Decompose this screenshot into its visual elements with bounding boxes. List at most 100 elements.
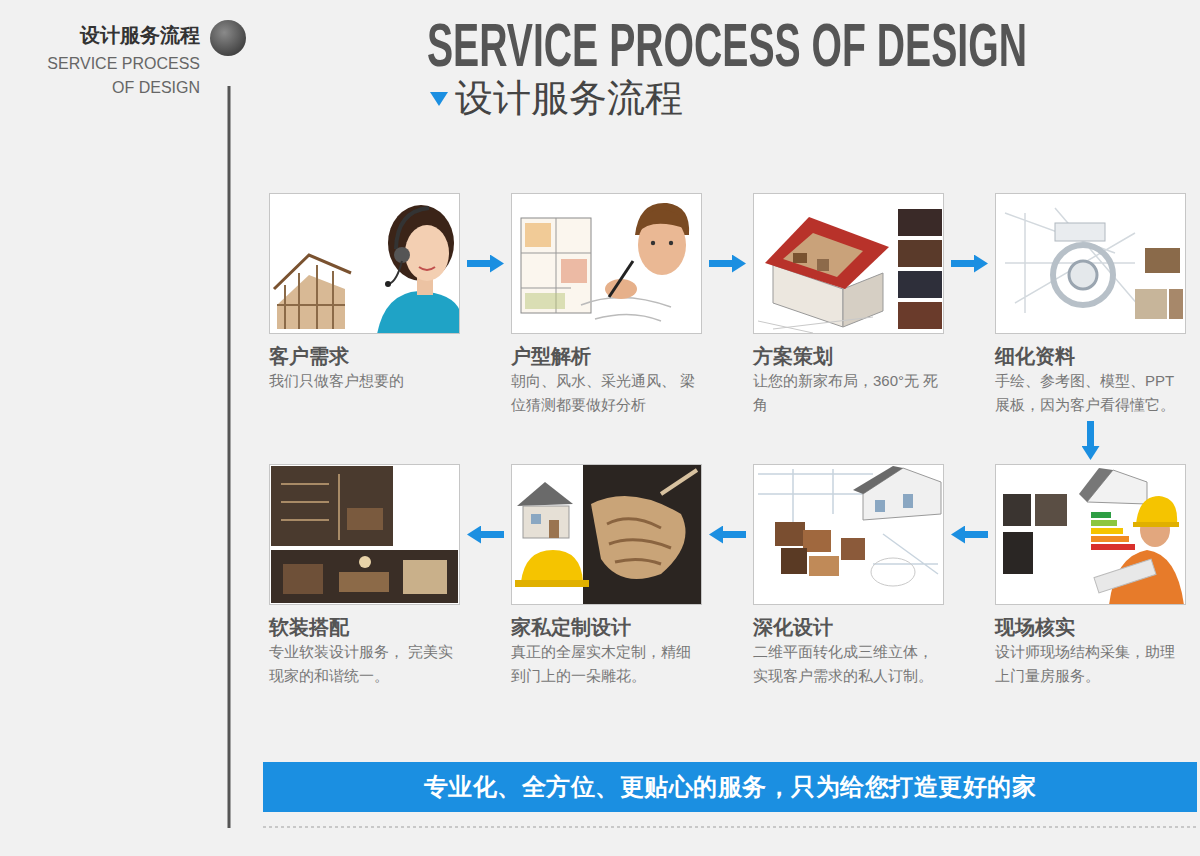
step-description: 二维平面转化成三维立体， 实现客户需求的私人订制。: [753, 640, 944, 688]
section-subheading: SERVICE PROCESS OF DESIGN: [30, 52, 200, 100]
image-frame: [753, 193, 944, 334]
step-description: 朝向、风水、采光通风、 梁位猜测都要做好分析: [511, 369, 702, 417]
floorplan-illustration: [521, 218, 591, 313]
interior-illustration: [339, 572, 389, 592]
render-illustration: [803, 530, 831, 552]
flow-arrow: [951, 260, 974, 267]
process-step: 软装搭配专业软装设计服务， 完美实现家的和谐统一。: [269, 464, 460, 688]
process-step: 客户需求我们只做客户想要的: [269, 193, 460, 393]
image-frame: [269, 193, 460, 334]
image-frame: [269, 464, 460, 605]
step-description: 设计师现场结构采集，助理 上门量房服务。: [995, 640, 1186, 688]
sketch-illustration: [1005, 208, 1145, 313]
sketch-illustration: [1169, 289, 1183, 319]
label-holder: SERVICE PROCESS OF DESIGN: [30, 52, 200, 100]
render-illustration: [853, 466, 903, 494]
process-step: 方案策划让您的新家布局，360°无 死角: [753, 193, 944, 417]
timeline-decor: [210, 20, 1197, 828]
render-illustration: [875, 500, 885, 512]
timeline-decor: [228, 86, 231, 828]
interior-illustration: [271, 550, 458, 603]
image-ground: [269, 464, 460, 605]
site-survey-illustration: [1035, 494, 1067, 526]
customer-illustration: [274, 205, 460, 334]
interior-illustration: [359, 556, 371, 568]
render-illustration: [758, 466, 941, 586]
floorplan-illustration: [669, 241, 673, 245]
floorplan-illustration: [638, 209, 687, 233]
flow-arrow: [965, 531, 988, 538]
process-step: 现场核实设计师现场结构采集，助理 上门量房服务。: [995, 464, 1186, 688]
site-survey-illustration: [1091, 512, 1111, 518]
house-model-illustration: [758, 317, 873, 333]
flow-arrow: [467, 260, 490, 267]
house-model-illustration: [817, 259, 829, 271]
image-frame: [753, 464, 944, 605]
slogan-text: 专业化、全方位、更贴心的服务，只为给您打造更好的家: [424, 771, 1037, 803]
image-frame: [511, 193, 702, 334]
site-survey-illustration: [1003, 494, 1031, 526]
interior-illustration: [281, 474, 339, 540]
house-model-illustration: [793, 253, 807, 263]
sketch-illustration: [1145, 248, 1180, 273]
floorplan-illustration: [561, 259, 587, 283]
image-frame: [995, 193, 1186, 334]
furniture-illustration: [515, 580, 589, 587]
customer-illustration: [277, 275, 345, 329]
image-ground: [753, 464, 944, 605]
image-ground: [995, 193, 1186, 334]
step-title: 深化设计: [753, 614, 944, 640]
flow-arrow: [481, 531, 504, 538]
site-survey-illustration: [1133, 522, 1179, 527]
timeline-decor: [210, 20, 246, 56]
render-illustration: [781, 548, 807, 574]
floorplan-illustration: [521, 218, 591, 313]
timeline-decor: [263, 826, 1197, 828]
customer-illustration: [277, 265, 345, 329]
render-illustration: [863, 468, 941, 520]
furniture-illustration: [591, 496, 686, 579]
furniture-illustration: [523, 506, 569, 538]
furniture-illustration: [521, 550, 583, 582]
step-title: 现场核实: [995, 614, 1186, 640]
interior-illustration: [271, 466, 458, 603]
house-model-illustration: [783, 233, 863, 277]
customer-illustration: [389, 261, 402, 284]
furniture-illustration: [661, 470, 697, 494]
site-survey-illustration: [1091, 520, 1117, 526]
customer-illustration: [274, 255, 351, 289]
house-model-illustration: [898, 271, 942, 298]
furniture-illustration: [607, 519, 671, 564]
section-heading: 设计服务流程: [20, 22, 200, 48]
image-ground: [995, 464, 1186, 605]
flow-arrow: [723, 531, 746, 538]
sketch-illustration: [1135, 289, 1167, 319]
step-description: 让您的新家布局，360°无 死角: [753, 369, 944, 417]
flow-arrow: [709, 260, 732, 267]
render-illustration: [809, 556, 839, 576]
step-title: 细化资料: [995, 343, 1186, 369]
floorplan-illustration: [651, 241, 655, 245]
floorplan-illustration: [525, 293, 565, 309]
title-holder: SERVICE PROCESS OF DESIGN: [427, 14, 1200, 76]
interior-illustration: [403, 560, 447, 594]
image-ground: [511, 464, 702, 605]
image-ground: [753, 193, 944, 334]
floorplan-illustration: [525, 223, 551, 247]
interior-illustration: [283, 564, 323, 594]
image-frame: [995, 464, 1186, 605]
label-holder: 设计服务流程: [20, 22, 200, 48]
floorplan-illustration: [521, 203, 689, 321]
step-title: 软装搭配: [269, 614, 460, 640]
step-description: 真正的全屋实木定制，精细 到门上的一朵雕花。: [511, 640, 702, 688]
render-illustration: [871, 558, 915, 586]
interior-illustration: [347, 508, 383, 530]
house-model-illustration: [758, 209, 942, 333]
sketch-illustration: [1055, 223, 1105, 241]
process-step: 家私定制设计真正的全屋实木定制，精细 到门上的一朵雕花。: [511, 464, 702, 688]
site-survey-illustration: [1079, 468, 1113, 502]
render-illustration: [775, 522, 805, 546]
customer-illustration: [396, 208, 429, 249]
site-survey-illustration: [1003, 532, 1033, 574]
